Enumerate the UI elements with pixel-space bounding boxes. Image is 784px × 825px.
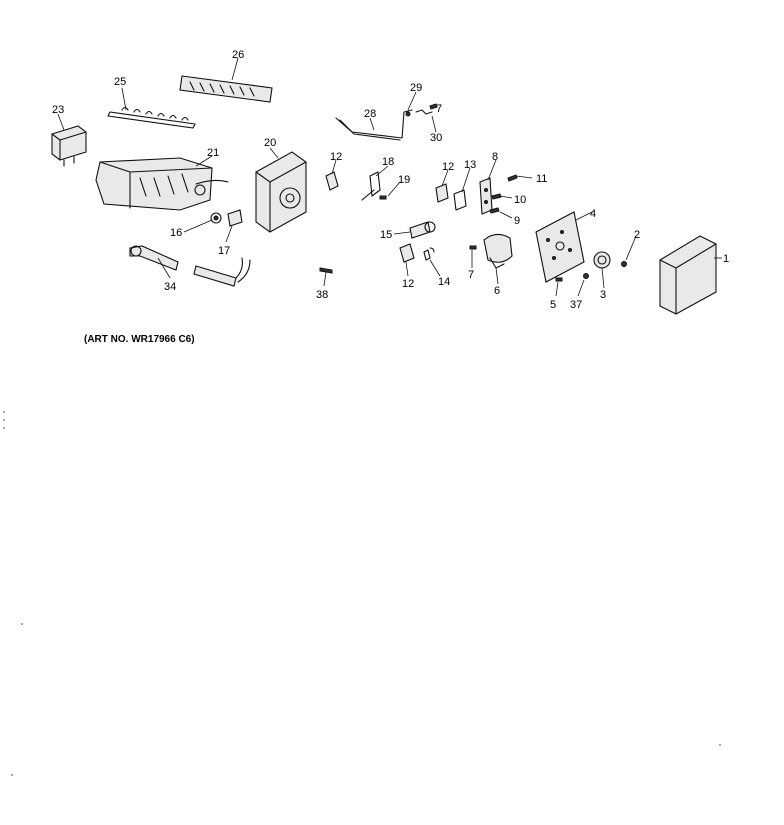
part-16-part-17 [210,209,243,227]
callout-5: 5 [550,299,556,311]
callout-23: 23 [52,104,64,116]
part-12-lower [399,243,415,263]
callout-20: 20 [264,137,276,149]
callout-3: 3 [600,289,606,301]
callout-26: 26 [232,49,244,61]
part-14-clip [423,247,435,261]
callout-7-lower: 7 [468,269,474,281]
callout-1: 1 [723,253,729,265]
part-25-ejector [107,106,196,129]
part-15-valve [409,221,436,239]
part-7-screws [429,103,477,250]
callout-labels: 26 25 23 21 20 28 29 30 12 18 19 12 13 8… [52,49,729,311]
part-2-screw [621,261,627,267]
callout-17: 17 [218,245,230,257]
part-1-front-cover [659,235,717,315]
callout-11: 11 [536,173,547,185]
callout-8: 8 [492,151,498,163]
part-8-bracket [479,177,493,215]
part-12-13-middle [435,183,467,211]
part-6-motor [483,233,513,269]
callout-25: 25 [114,76,126,88]
callout-7-upper: 7 [436,103,442,115]
callout-28: 28 [364,108,376,120]
part-28-feeler-arm [335,109,433,141]
part-4-mounting-plate [535,211,585,283]
callout-14: 14 [438,276,450,288]
part-26-cover [179,75,273,103]
callout-12-upper: 12 [330,151,342,163]
part-5-37-screws [555,273,589,282]
wire-harness [193,257,251,287]
part-12-upper [325,171,339,191]
art-number: (ART NO. WR17966 C6) [84,334,195,345]
callout-13: 13 [464,159,476,171]
part-20-housing [255,151,307,233]
callout-38: 38 [316,289,328,301]
callout-12-middle: 12 [442,161,454,173]
screws-9-10-11 [489,174,518,214]
callout-19: 19 [398,174,410,186]
callout-16: 16 [170,227,182,239]
part-19-screw [379,195,387,200]
callout-37: 37 [570,299,582,311]
callout-6: 6 [494,285,500,297]
callout-10: 10 [514,194,526,206]
callout-34: 34 [164,281,176,293]
callout-12-lower: 12 [402,278,414,290]
part-38-screw [319,267,333,274]
callout-18: 18 [382,156,394,168]
scan-specks [3,411,721,776]
callout-4: 4 [590,208,596,220]
callout-2: 2 [634,229,640,241]
callout-30: 30 [430,132,442,144]
part-34-fill-tube [129,245,179,271]
callout-29: 29 [410,82,422,94]
callout-15: 15 [380,229,392,241]
part-21-ice-mold [95,157,229,211]
part-18-lever [361,171,381,201]
leader-lines [57,57,722,297]
part-3-gear [593,251,611,269]
callout-21: 21 [207,147,219,159]
part-23-housing [51,125,87,167]
callout-9: 9 [514,215,520,227]
